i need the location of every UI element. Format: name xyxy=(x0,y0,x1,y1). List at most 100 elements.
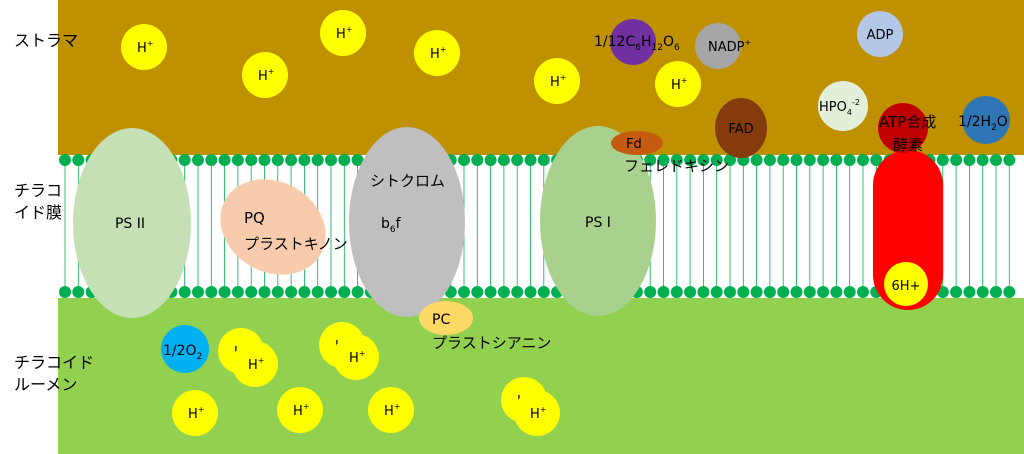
lipid-head xyxy=(684,154,697,166)
lipid-head xyxy=(311,154,324,166)
photosystem-1: PS I xyxy=(540,126,656,316)
proton-circle xyxy=(333,334,379,380)
phosphate-label: HPO4-2 xyxy=(819,98,860,117)
lipid-head xyxy=(458,286,470,298)
lipid-head xyxy=(697,286,710,298)
lipid-head xyxy=(990,286,1002,298)
proton: H+ xyxy=(320,10,366,56)
lipid-head xyxy=(497,286,510,298)
proton: H+ xyxy=(368,387,414,433)
lipid-head xyxy=(750,154,763,166)
proton: H+ xyxy=(333,334,379,380)
proton-label: H+ xyxy=(530,405,546,422)
fad-molecule: FAD xyxy=(715,98,767,158)
lipid-head xyxy=(458,154,470,166)
lipid-head xyxy=(963,286,976,298)
lipid-head xyxy=(192,154,204,166)
lipid-head xyxy=(963,154,976,166)
lipid-head xyxy=(750,286,763,298)
photosystem-2: PS II xyxy=(73,128,191,318)
proton: H+ xyxy=(172,390,218,436)
lipid-head xyxy=(59,286,71,298)
proton-label: H+ xyxy=(293,402,309,419)
atp-synthase: 6H+ xyxy=(873,103,943,310)
lipid-head xyxy=(763,154,776,166)
lipid-head xyxy=(737,286,750,298)
oxygen-molecule: 1/2O2 xyxy=(161,325,209,373)
proton-circle xyxy=(121,24,167,70)
pq-name: プラストキノン xyxy=(244,235,348,253)
lipid-head xyxy=(1003,154,1016,166)
lipid-head xyxy=(830,154,843,166)
proton-circle xyxy=(534,58,580,104)
fd-label: Fd xyxy=(626,137,642,152)
lipid-head xyxy=(1003,286,1016,298)
lipid-head xyxy=(258,154,271,166)
lipid-head xyxy=(803,154,816,166)
lipid-head xyxy=(338,154,351,166)
lipid-head xyxy=(245,286,258,298)
atp-synthase-label-2: 酵素 xyxy=(893,136,923,154)
lipid-head xyxy=(950,154,963,166)
lipid-head xyxy=(231,286,244,298)
proton: H+ xyxy=(514,390,560,436)
lipid-head xyxy=(710,286,723,298)
adp-label: ADP xyxy=(867,28,894,43)
lipid-head xyxy=(497,154,510,166)
stroma-label: ストラマ xyxy=(14,31,79,50)
proton-label: H+ xyxy=(137,39,153,56)
fad-label: FAD xyxy=(728,122,753,137)
lipid-head xyxy=(298,154,311,166)
lipid-head xyxy=(870,154,883,166)
glucose-molecule: 1/12C6H12O6 xyxy=(594,19,680,65)
lipid-head xyxy=(471,286,484,298)
lipid-head xyxy=(803,286,816,298)
pc-name: プラストシアニン xyxy=(432,334,551,352)
plastoquinone: PQ プラストキノン xyxy=(220,179,348,275)
adp-molecule: ADP xyxy=(857,11,903,57)
lumen-label: チラコイド ルーメン xyxy=(14,353,95,394)
lipid-head xyxy=(950,286,963,298)
lipid-head xyxy=(72,286,85,298)
proton-circle xyxy=(232,341,278,387)
lipid-head xyxy=(777,286,790,298)
lipid-head xyxy=(178,286,191,298)
proton: H+ xyxy=(655,61,701,107)
pq-label: PQ xyxy=(244,209,265,227)
lipid-head xyxy=(351,286,364,298)
lipid-head xyxy=(657,286,670,298)
water-molecule: 1/2H2O xyxy=(958,96,1010,144)
lipid-head xyxy=(298,286,311,298)
proton: H+ xyxy=(232,341,278,387)
lipid-head xyxy=(205,154,218,166)
proton-label: H+ xyxy=(188,405,204,422)
lipid-head xyxy=(471,154,484,166)
lipid-head xyxy=(271,286,284,298)
proton-circle xyxy=(368,387,414,433)
lipid-head xyxy=(790,286,803,298)
proton-label: H+ xyxy=(349,349,365,366)
lipid-head xyxy=(511,286,524,298)
proton-circle xyxy=(655,61,701,107)
lipid-head xyxy=(830,286,843,298)
lipid-head xyxy=(271,154,284,166)
lipid-head xyxy=(511,154,524,166)
lipid-head xyxy=(670,286,683,298)
fd-name: フェレドキシン xyxy=(624,157,729,175)
proton: H+ xyxy=(242,52,288,98)
lipid-head xyxy=(724,286,736,298)
nadp-molecule: NADP+ xyxy=(695,23,751,69)
cytochrome-b6f: シトクロム b6f xyxy=(349,127,465,317)
cytochrome-b6f-label: b6f xyxy=(381,216,402,235)
lipid-head xyxy=(684,286,697,298)
proton: H+ xyxy=(414,30,460,76)
phosphate-molecule: HPO4-2 xyxy=(818,81,868,131)
lipid-head xyxy=(245,154,258,166)
lipid-head xyxy=(285,286,298,298)
proton-label: H+ xyxy=(430,45,446,62)
protons: H+H+H+H+H+H+H+H+H+H+H+H+H+H+H+ xyxy=(121,10,701,436)
lipid-head xyxy=(524,286,537,298)
lipid-head xyxy=(763,286,776,298)
lipid-head xyxy=(817,286,830,298)
